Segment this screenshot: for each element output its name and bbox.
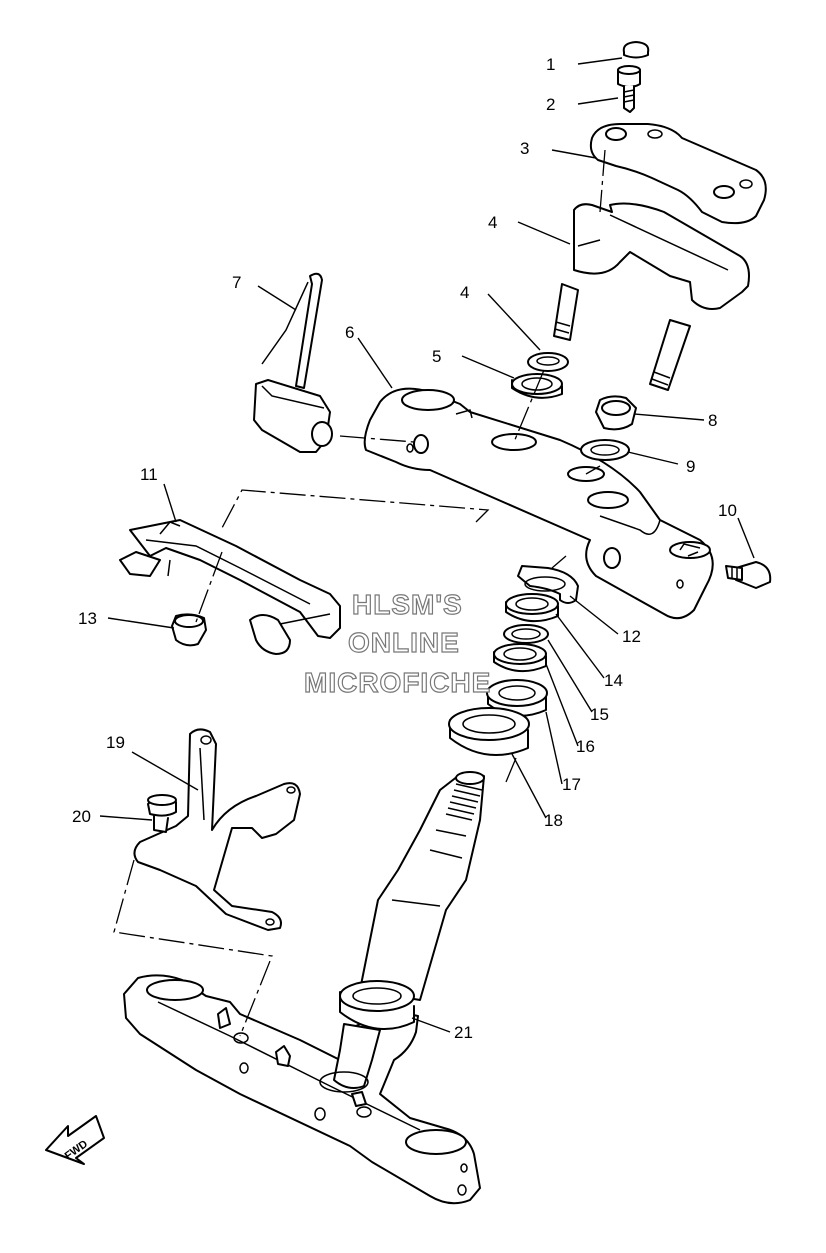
part-5-rubber-washer xyxy=(503,624,549,644)
watermark: HLSM'S ONLINE MICROFICHE xyxy=(303,588,491,698)
part-17-nut xyxy=(171,613,207,647)
leader-lines xyxy=(99,57,755,1033)
part-16-lower-handlebar-holder xyxy=(553,202,750,391)
part-19-cable-guide xyxy=(253,272,333,453)
part-11-bushing xyxy=(511,373,563,399)
callout-8: 9 xyxy=(686,457,695,476)
callout-3: 17 xyxy=(562,775,581,794)
callout-14: 2 xyxy=(546,95,555,114)
steering-stem-lower xyxy=(319,1023,381,1093)
watermark-line-3: MICROFICHE xyxy=(304,667,491,698)
callout-1: 18 xyxy=(544,811,563,830)
callout-12: 4 xyxy=(460,283,469,302)
callout-labels: 1 2 3 4 4 5 6 7 8 9 10 11 12 13 14 15 16… xyxy=(72,55,737,1042)
callout-4-lower: 16 xyxy=(576,737,595,756)
part-8-washer xyxy=(580,439,630,461)
part-21-bolt xyxy=(147,794,177,833)
part-6-lock-washer xyxy=(517,565,579,604)
callout-4-upper: 14 xyxy=(604,671,623,690)
callout-10: 10 xyxy=(718,501,737,520)
forward-direction-arrow: FWD xyxy=(45,1115,105,1165)
callout-7: 8 xyxy=(708,411,717,430)
callout-17: 13 xyxy=(78,609,97,628)
part-4-ring-nut-upper xyxy=(505,593,559,623)
part-4-ring-nut-lower xyxy=(493,643,547,673)
part-10-bolt xyxy=(725,561,772,589)
callout-11: 5 xyxy=(432,347,441,366)
part-15-cap xyxy=(622,41,650,59)
assembly-lines xyxy=(113,149,606,1037)
callout-15: 1 xyxy=(546,55,555,74)
callout-20: 19 xyxy=(106,733,125,752)
callout-2: 21 xyxy=(454,1023,473,1042)
callout-13: 3 xyxy=(520,139,529,158)
callout-21: 20 xyxy=(72,807,91,826)
part-14-bolt xyxy=(617,65,641,113)
steering-stem-shaft xyxy=(359,771,485,1001)
callout-5: 15 xyxy=(590,705,609,724)
callout-19: 7 xyxy=(232,273,241,292)
part-13-upper-handlebar-holder xyxy=(589,123,767,225)
part-1-bearing xyxy=(448,707,530,757)
callout-18: 11 xyxy=(140,465,158,484)
part-18-hose-guide xyxy=(119,519,341,655)
part-12-washer xyxy=(527,352,569,372)
watermark-line-1: HLSM'S xyxy=(352,589,463,620)
callout-16: 4 xyxy=(488,213,497,232)
callout-9: 6 xyxy=(345,323,354,342)
part-7-nut xyxy=(595,395,637,431)
callout-6: 12 xyxy=(622,627,641,646)
part-2-lower-bearing xyxy=(339,980,415,1031)
watermark-line-2: ONLINE xyxy=(348,627,460,658)
part-9-upper-bracket xyxy=(363,387,714,620)
part-20-bracket xyxy=(133,728,301,931)
under-bracket xyxy=(123,974,481,1205)
